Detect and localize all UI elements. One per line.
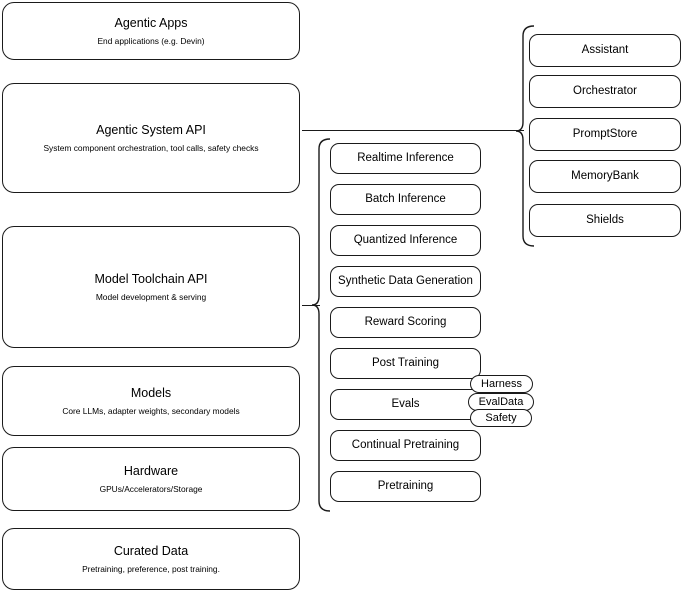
capability-box-pretraining[interactable]: Pretraining xyxy=(330,471,481,502)
capability-box-reward-scoring[interactable]: Reward Scoring xyxy=(330,307,481,338)
eval-pill-label: EvalData xyxy=(478,396,524,408)
component-label: PromptStore xyxy=(572,128,638,141)
connector-toolchain-to-capabilities xyxy=(302,305,320,307)
capability-label: Evals xyxy=(391,398,420,411)
layer-subtitle: Pretraining, preference, post training. xyxy=(82,563,220,574)
capability-box-continual-pretraining[interactable]: Continual Pretraining xyxy=(330,430,481,461)
brace-system-components xyxy=(515,25,537,251)
eval-pill-label: Harness xyxy=(481,378,522,390)
layer-title: Model Toolchain API xyxy=(94,271,208,286)
eval-pill-harness[interactable]: Harness xyxy=(470,375,533,393)
layer-subtitle: End applications (e.g. Devin) xyxy=(97,35,205,46)
layer-title: Hardware xyxy=(123,463,179,478)
layer-subtitle: Core LLMs, adapter weights, secondary mo… xyxy=(62,405,240,416)
capability-label: Continual Pretraining xyxy=(351,439,460,452)
capability-box-post-training[interactable]: Post Training xyxy=(330,348,481,379)
component-box-memorybank[interactable]: MemoryBank xyxy=(529,160,681,193)
capability-label: Post Training xyxy=(371,357,440,370)
capability-label: Quantized Inference xyxy=(353,234,458,247)
layer-box-agentic-apps[interactable]: Agentic Apps End applications (e.g. Devi… xyxy=(2,2,300,60)
component-label: Assistant xyxy=(581,44,629,57)
layer-box-models[interactable]: Models Core LLMs, adapter weights, secon… xyxy=(2,366,300,436)
brace-toolchain-capabilities xyxy=(311,138,333,518)
layer-title: Agentic Apps xyxy=(114,15,188,30)
component-label: Shields xyxy=(586,214,624,227)
capability-box-synthetic-data-generation[interactable]: Synthetic Data Generation xyxy=(330,266,481,297)
layer-title: Models xyxy=(130,385,172,400)
capability-box-realtime-inference[interactable]: Realtime Inference xyxy=(330,143,481,174)
component-box-assistant[interactable]: Assistant xyxy=(529,34,681,67)
layer-subtitle: Model development & serving xyxy=(95,291,207,302)
capability-label: Reward Scoring xyxy=(364,316,447,329)
layer-title: Agentic System API xyxy=(96,122,206,137)
capability-label: Pretraining xyxy=(377,480,434,493)
capability-label: Batch Inference xyxy=(365,193,446,206)
capability-label: Realtime Inference xyxy=(357,152,454,165)
layer-box-agentic-system-api[interactable]: Agentic System API System component orch… xyxy=(2,83,300,193)
capability-box-quantized-inference[interactable]: Quantized Inference xyxy=(330,225,481,256)
component-box-promptstore[interactable]: PromptStore xyxy=(529,118,681,151)
connector-system-api-to-components xyxy=(302,130,524,132)
layer-box-hardware[interactable]: Hardware GPUs/Accelerators/Storage xyxy=(2,447,300,511)
eval-pill-safety[interactable]: Safety xyxy=(470,409,532,427)
component-box-shields[interactable]: Shields xyxy=(529,204,681,237)
layer-subtitle: GPUs/Accelerators/Storage xyxy=(99,483,203,494)
eval-pill-label: Safety xyxy=(485,412,517,424)
capability-label: Synthetic Data Generation xyxy=(338,275,473,288)
layer-subtitle: System component orchestration, tool cal… xyxy=(43,142,259,153)
layer-box-model-toolchain-api[interactable]: Model Toolchain API Model development & … xyxy=(2,226,300,348)
component-label: MemoryBank xyxy=(571,170,639,183)
component-label: Orchestrator xyxy=(573,85,637,98)
component-box-orchestrator[interactable]: Orchestrator xyxy=(529,75,681,108)
capability-box-batch-inference[interactable]: Batch Inference xyxy=(330,184,481,215)
eval-pill-evaldata[interactable]: EvalData xyxy=(468,393,534,411)
capability-box-evals[interactable]: Evals xyxy=(330,389,481,420)
layer-title: Curated Data xyxy=(113,543,189,558)
layer-box-curated-data[interactable]: Curated Data Pretraining, preference, po… xyxy=(2,528,300,590)
